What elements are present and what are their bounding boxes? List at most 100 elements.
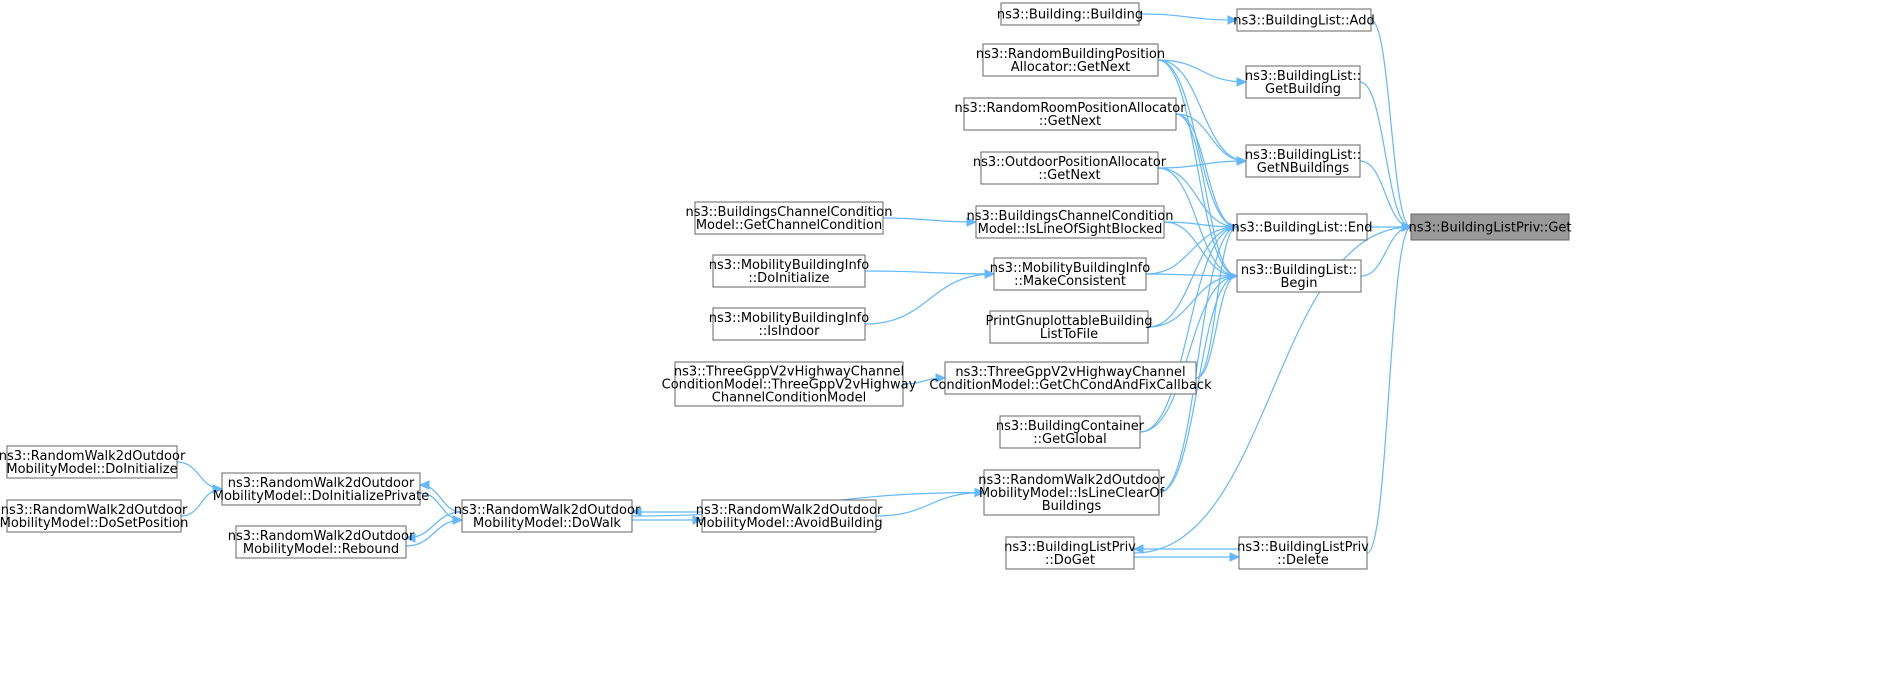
node-box xyxy=(461,499,633,533)
node-label: MobilityModel::Rebound xyxy=(243,542,399,557)
edge-line xyxy=(864,270,995,275)
arrow-head-icon xyxy=(1236,77,1248,87)
node-bc-global[interactable]: ns3::BuildingContainer::GetGlobal xyxy=(996,415,1145,449)
node-label: ConditionModel::ThreeGppV2vHighway xyxy=(662,378,917,393)
node-rbpa[interactable]: ns3::RandomBuildingPositionAllocator::Ge… xyxy=(976,43,1165,77)
arrow-head-icon xyxy=(935,373,947,383)
node-box xyxy=(1236,213,1368,241)
node-begin[interactable]: ns3::BuildingList::Begin xyxy=(1236,259,1362,293)
node-rw-setpos[interactable]: ns3::RandomWalk2dOutdoorMobilityModel::D… xyxy=(0,499,188,533)
node-mbi-init[interactable]: ns3::MobilityBuildingInfo::DoInitialize xyxy=(709,254,869,288)
call-edge xyxy=(1359,81,1413,232)
call-edge xyxy=(630,507,703,517)
node-label: ::GetGlobal xyxy=(1033,432,1106,447)
arrow-head-icon xyxy=(692,515,704,525)
node-box xyxy=(989,310,1149,344)
edge-line xyxy=(1138,13,1238,21)
node-rw-init[interactable]: ns3::RandomWalk2dOutdoorMobilityModel::D… xyxy=(0,445,186,479)
edge-line xyxy=(1145,273,1238,277)
node-label: MobilityModel::IsLineClearOf xyxy=(979,486,1165,501)
node-mbi-mc[interactable]: ns3::MobilityBuildingInfo::MakeConsisten… xyxy=(990,257,1150,291)
node-label: MobilityModel::AvoidBuilding xyxy=(695,516,882,531)
node-label: ::Delete xyxy=(1277,553,1328,568)
node-label: ns3::BuildingListPriv xyxy=(1004,540,1136,555)
node-opa[interactable]: ns3::OutdoorPositionAllocator::GetNext xyxy=(973,151,1167,185)
node-tgpp-ctor[interactable]: ns3::ThreeGppV2vHighwayChannelConditionM… xyxy=(662,361,917,407)
node-getbuilding[interactable]: ns3::BuildingList::GetBuilding xyxy=(1245,65,1361,99)
edge-line xyxy=(1157,59,1238,228)
node-box xyxy=(982,43,1159,77)
edge-line xyxy=(1157,59,1238,277)
node-tgpp-cb[interactable]: ns3::ThreeGppV2vHighwayChannelConditionM… xyxy=(929,361,1212,395)
node-bcc-gcc[interactable]: ns3::BuildingsChannelConditionModel::Get… xyxy=(686,201,893,235)
call-edge xyxy=(418,480,463,513)
node-label: ns3::BuildingList:: xyxy=(1245,69,1361,84)
call-edge xyxy=(1139,271,1239,433)
edge-line xyxy=(1370,19,1412,228)
node-box xyxy=(1410,213,1570,241)
node-end[interactable]: ns3::BuildingList::End xyxy=(1232,213,1373,241)
call-edge xyxy=(1133,222,1413,554)
node-box xyxy=(712,254,866,288)
call-edge xyxy=(1138,13,1239,25)
node-box xyxy=(694,201,884,235)
node-label: ConditionModel::GetChCondAndFixCallback xyxy=(929,378,1212,393)
node-box xyxy=(983,469,1160,516)
node-doget[interactable]: ns3::BuildingListPriv::DoGet xyxy=(1004,536,1136,570)
node-box xyxy=(1238,536,1368,570)
node-label: Begin xyxy=(1280,276,1317,291)
arrow-head-icon xyxy=(1132,544,1144,554)
node-label: ns3::BuildingList::Add xyxy=(1233,14,1374,29)
call-edge xyxy=(1133,552,1241,562)
edge-line xyxy=(1163,221,1238,277)
call-edge xyxy=(1158,222,1239,494)
node-label: MobilityModel::DoInitializePrivate xyxy=(213,489,430,504)
node-delete[interactable]: ns3::BuildingListPriv::Delete xyxy=(1237,536,1369,570)
node-getn[interactable]: ns3::BuildingList::GetNBuildings xyxy=(1245,144,1361,178)
node-box xyxy=(1000,2,1140,26)
node-label: Model::GetChannelCondition xyxy=(696,218,882,233)
edge-line xyxy=(1157,59,1247,162)
node-label: Model::IsLineOfSightBlocked xyxy=(978,222,1163,237)
node-label: ::IsIndoor xyxy=(759,324,821,339)
node-label: ns3::MobilityBuildingInfo xyxy=(709,258,869,273)
node-bcc-los[interactable]: ns3::BuildingsChannelConditionModel::IsL… xyxy=(967,205,1174,239)
node-get[interactable]: ns3::BuildingListPriv::Get xyxy=(1409,213,1572,241)
node-rw-avoid[interactable]: ns3::RandomWalk2dOutdoorMobilityModel::A… xyxy=(695,499,883,533)
node-label: PrintGnuplottableBuilding xyxy=(985,314,1152,329)
node-label: ns3::RandomWalk2dOutdoor xyxy=(696,503,883,518)
edge-line xyxy=(1359,160,1412,228)
call-edge xyxy=(1366,222,1413,554)
arrow-head-icon xyxy=(984,269,996,279)
node-mbi-indoor[interactable]: ns3::MobilityBuildingInfo::IsIndoor xyxy=(709,307,869,341)
call-edge xyxy=(180,484,224,517)
node-bbuilding[interactable]: ns3::Building::Building xyxy=(997,2,1143,26)
call-edge xyxy=(1157,59,1239,232)
node-add[interactable]: ns3::BuildingList::Add xyxy=(1233,8,1375,32)
node-rw-dowalk[interactable]: ns3::RandomWalk2dOutdoorMobilityModel::D… xyxy=(454,499,641,533)
call-edge xyxy=(864,269,996,279)
node-label: ::DoGet xyxy=(1045,553,1095,568)
edge-line xyxy=(1158,226,1238,494)
node-label: ns3::BuildingList:: xyxy=(1241,263,1357,278)
node-box xyxy=(6,445,178,479)
call-edge xyxy=(1132,544,1239,554)
node-label: ListToFile xyxy=(1040,327,1098,342)
node-label: ns3::RandomBuildingPosition xyxy=(976,47,1165,62)
node-rw-clear[interactable]: ns3::RandomWalk2dOutdoorMobilityModel::I… xyxy=(978,469,1165,516)
node-rw-initp[interactable]: ns3::RandomWalk2dOutdoorMobilityModel::D… xyxy=(213,472,430,506)
node-rw-rebound[interactable]: ns3::RandomWalk2dOutdoorMobilityModel::R… xyxy=(228,525,415,559)
node-label: ns3::RandomRoomPositionAllocator xyxy=(954,101,1186,116)
edge-line xyxy=(176,461,223,490)
node-rrpa[interactable]: ns3::RandomRoomPositionAllocator::GetNex… xyxy=(954,97,1186,131)
node-box xyxy=(944,361,1197,395)
edge-line xyxy=(882,217,977,223)
call-nodes: ns3::BuildingListPriv::Getns3::BuildingL… xyxy=(0,2,1572,570)
edge-line xyxy=(1157,59,1247,83)
arrow-head-icon xyxy=(404,533,416,543)
arrow-head-icon xyxy=(418,480,430,490)
node-box xyxy=(235,525,407,559)
edge-line xyxy=(1157,167,1238,277)
